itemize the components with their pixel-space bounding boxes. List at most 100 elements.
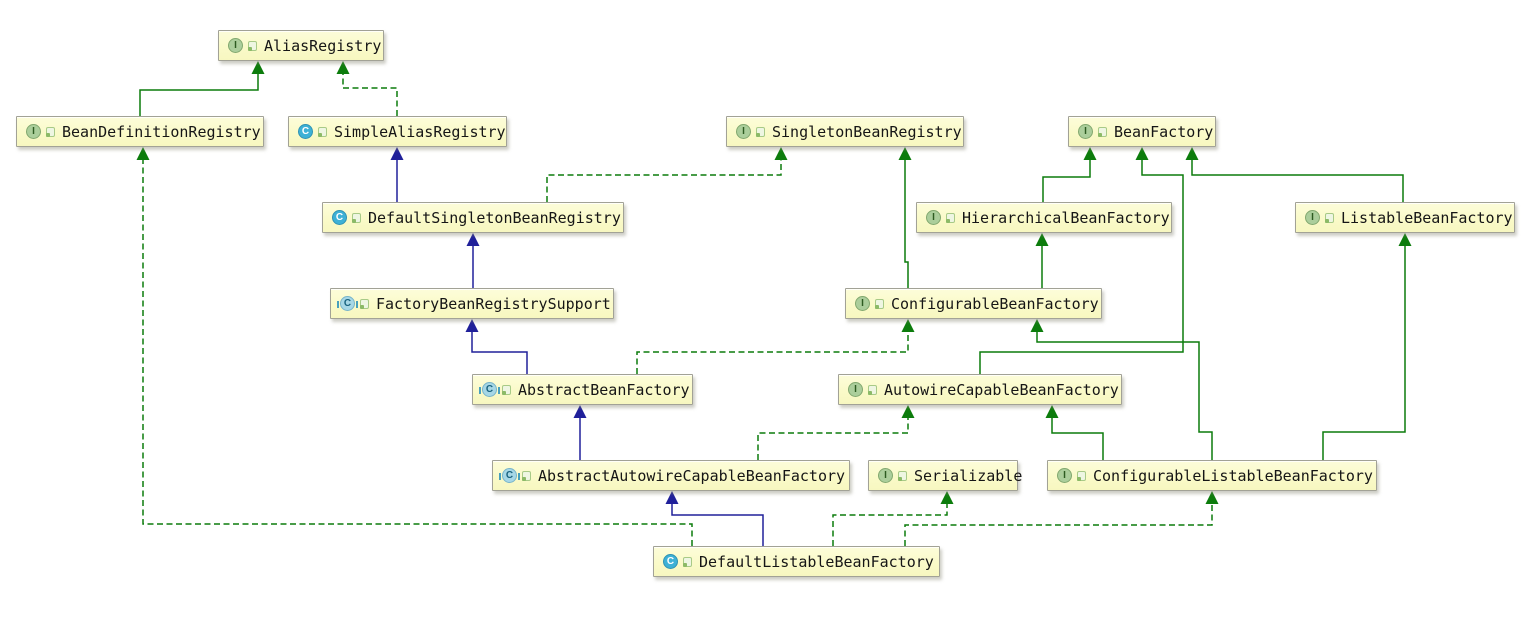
interface-icon: I bbox=[736, 124, 751, 139]
node-AbstractBeanFactory[interactable]: C AbstractBeanFactory bbox=[472, 374, 693, 405]
class-icon: C bbox=[332, 210, 347, 225]
arrowhead-into-ConfigurableBeanFactory bbox=[901, 319, 915, 332]
edge-DefaultListableBeanFactory-extends-AbstractAutowireCapableBeanFactory bbox=[671, 504, 764, 546]
edge-ConfigurableListableBeanFactory-extends-ConfigurableBeanFactory bbox=[1036, 332, 1213, 460]
node-label: Serializable bbox=[914, 466, 1023, 485]
node-label: ConfigurableListableBeanFactory bbox=[1093, 466, 1373, 485]
node-ListableBeanFactory[interactable]: I ListableBeanFactory bbox=[1295, 202, 1515, 233]
node-ConfigurableListableBeanFactory[interactable]: I ConfigurableListableBeanFactory bbox=[1047, 460, 1377, 491]
source-marker-icon bbox=[318, 126, 327, 137]
arrowhead-into-ConfigurableListableBeanFactory bbox=[1205, 491, 1219, 504]
interface-icon: I bbox=[848, 382, 863, 397]
class-icon: C bbox=[298, 124, 313, 139]
edge-AbstractBeanFactory-extends-FactoryBeanRegistrySupport bbox=[471, 332, 528, 374]
node-label: ListableBeanFactory bbox=[1341, 208, 1513, 227]
node-BeanFactory[interactable]: I BeanFactory bbox=[1068, 116, 1216, 147]
arrowhead-into-ListableBeanFactory bbox=[1398, 233, 1412, 246]
node-label: BeanDefinitionRegistry bbox=[62, 122, 261, 141]
class-icon: C bbox=[663, 554, 678, 569]
edge-AbstractAutowireCapableBeanFactory-implements-AutowireCapableBeanFactory bbox=[757, 418, 909, 460]
edge-ListableBeanFactory-extends-BeanFactory bbox=[1191, 160, 1404, 202]
edge-DefaultSingletonBeanRegistry-implements-SingletonBeanRegistry bbox=[546, 160, 782, 202]
arrowhead-into-AliasRegistry bbox=[251, 61, 265, 74]
node-DefaultListableBeanFactory[interactable]: C DefaultListableBeanFactory bbox=[653, 546, 940, 577]
abstract-class-icon: C bbox=[479, 382, 500, 397]
source-marker-icon bbox=[946, 212, 955, 223]
abstract-class-icon: C bbox=[499, 468, 520, 483]
abstract-class-icon: C bbox=[337, 296, 358, 311]
edge-DefaultListableBeanFactory-implements-Serializable bbox=[832, 504, 948, 546]
arrowhead-into-BeanFactory bbox=[1083, 147, 1097, 160]
source-marker-icon bbox=[46, 126, 55, 137]
node-label: AutowireCapableBeanFactory bbox=[884, 380, 1119, 399]
interface-icon: I bbox=[26, 124, 41, 139]
node-AutowireCapableBeanFactory[interactable]: I AutowireCapableBeanFactory bbox=[838, 374, 1122, 405]
edge-ConfigurableListableBeanFactory-extends-ListableBeanFactory bbox=[1322, 246, 1406, 460]
node-label: BeanFactory bbox=[1114, 122, 1214, 141]
interface-icon: I bbox=[228, 38, 243, 53]
edge-ConfigurableListableBeanFactory-extends-AutowireCapableBeanFactory bbox=[1051, 418, 1104, 460]
arrowhead-into-ConfigurableBeanFactory bbox=[1030, 319, 1044, 332]
edge-BeanDefinitionRegistry-extends-AliasRegistry bbox=[139, 74, 259, 116]
arrowhead-into-FactoryBeanRegistrySupport bbox=[465, 319, 479, 332]
interface-icon: I bbox=[1305, 210, 1320, 225]
source-marker-icon bbox=[1077, 470, 1086, 481]
source-marker-icon bbox=[360, 298, 369, 309]
arrowhead-into-Serializable bbox=[940, 491, 954, 504]
interface-icon: I bbox=[1057, 468, 1072, 483]
node-FactoryBeanRegistrySupport[interactable]: C FactoryBeanRegistrySupport bbox=[330, 288, 614, 319]
arrowhead-into-SingletonBeanRegistry bbox=[774, 147, 788, 160]
node-label: FactoryBeanRegistrySupport bbox=[376, 294, 611, 313]
node-label: SimpleAliasRegistry bbox=[334, 122, 506, 141]
arrowhead-into-HierarchicalBeanFactory bbox=[1035, 233, 1049, 246]
source-marker-icon bbox=[756, 126, 765, 137]
source-marker-icon bbox=[898, 470, 907, 481]
arrowhead-into-BeanDefinitionRegistry bbox=[136, 147, 150, 160]
node-AliasRegistry[interactable]: I AliasRegistry bbox=[218, 30, 384, 61]
arrowhead-into-AbstractAutowireCapableBeanFactory bbox=[665, 491, 679, 504]
arrowhead-into-AbstractBeanFactory bbox=[573, 405, 587, 418]
edge-ConfigurableBeanFactory-extends-SingletonBeanRegistry bbox=[904, 160, 909, 288]
source-marker-icon bbox=[248, 40, 257, 51]
arrowhead-into-DefaultSingletonBeanRegistry bbox=[466, 233, 480, 246]
source-marker-icon bbox=[868, 384, 877, 395]
node-AbstractAutowireCapableBeanFactory[interactable]: C AbstractAutowireCapableBeanFactory bbox=[492, 460, 850, 491]
node-label: DefaultListableBeanFactory bbox=[699, 552, 934, 571]
edge-AutowireCapableBeanFactory-extends-BeanFactory bbox=[979, 160, 1184, 374]
edge-DefaultListableBeanFactory-implements-BeanDefinitionRegistry bbox=[142, 160, 693, 546]
node-label: AliasRegistry bbox=[264, 36, 382, 55]
node-BeanDefinitionRegistry[interactable]: I BeanDefinitionRegistry bbox=[16, 116, 264, 147]
source-marker-icon bbox=[352, 212, 361, 223]
source-marker-icon bbox=[522, 470, 531, 481]
interface-icon: I bbox=[926, 210, 941, 225]
arrowhead-into-AutowireCapableBeanFactory bbox=[901, 405, 915, 418]
source-marker-icon bbox=[1325, 212, 1334, 223]
arrowhead-into-AliasRegistry bbox=[336, 61, 350, 74]
node-label: HierarchicalBeanFactory bbox=[962, 208, 1170, 227]
arrowhead-into-SingletonBeanRegistry bbox=[898, 147, 912, 160]
edge-DefaultListableBeanFactory-implements-ConfigurableListableBeanFactory bbox=[904, 504, 1213, 546]
source-marker-icon bbox=[1098, 126, 1107, 137]
interface-icon: I bbox=[878, 468, 893, 483]
node-Serializable[interactable]: I Serializable bbox=[868, 460, 1022, 491]
node-SimpleAliasRegistry[interactable]: C SimpleAliasRegistry bbox=[288, 116, 507, 147]
edge-HierarchicalBeanFactory-extends-BeanFactory bbox=[1042, 160, 1091, 202]
arrowhead-into-BeanFactory bbox=[1135, 147, 1149, 160]
source-marker-icon bbox=[683, 556, 692, 567]
node-DefaultSingletonBeanRegistry[interactable]: C DefaultSingletonBeanRegistry bbox=[322, 202, 624, 233]
interface-icon: I bbox=[855, 296, 870, 311]
node-label: DefaultSingletonBeanRegistry bbox=[368, 208, 621, 227]
node-label: ConfigurableBeanFactory bbox=[891, 294, 1099, 313]
arrowhead-into-AutowireCapableBeanFactory bbox=[1045, 405, 1059, 418]
source-marker-icon bbox=[875, 298, 884, 309]
interface-icon: I bbox=[1078, 124, 1093, 139]
arrowhead-into-SimpleAliasRegistry bbox=[390, 147, 404, 160]
node-HierarchicalBeanFactory[interactable]: I HierarchicalBeanFactory bbox=[916, 202, 1172, 233]
node-ConfigurableBeanFactory[interactable]: I ConfigurableBeanFactory bbox=[845, 288, 1102, 319]
node-label: AbstractAutowireCapableBeanFactory bbox=[538, 466, 846, 485]
source-marker-icon bbox=[502, 384, 511, 395]
node-label: AbstractBeanFactory bbox=[518, 380, 690, 399]
